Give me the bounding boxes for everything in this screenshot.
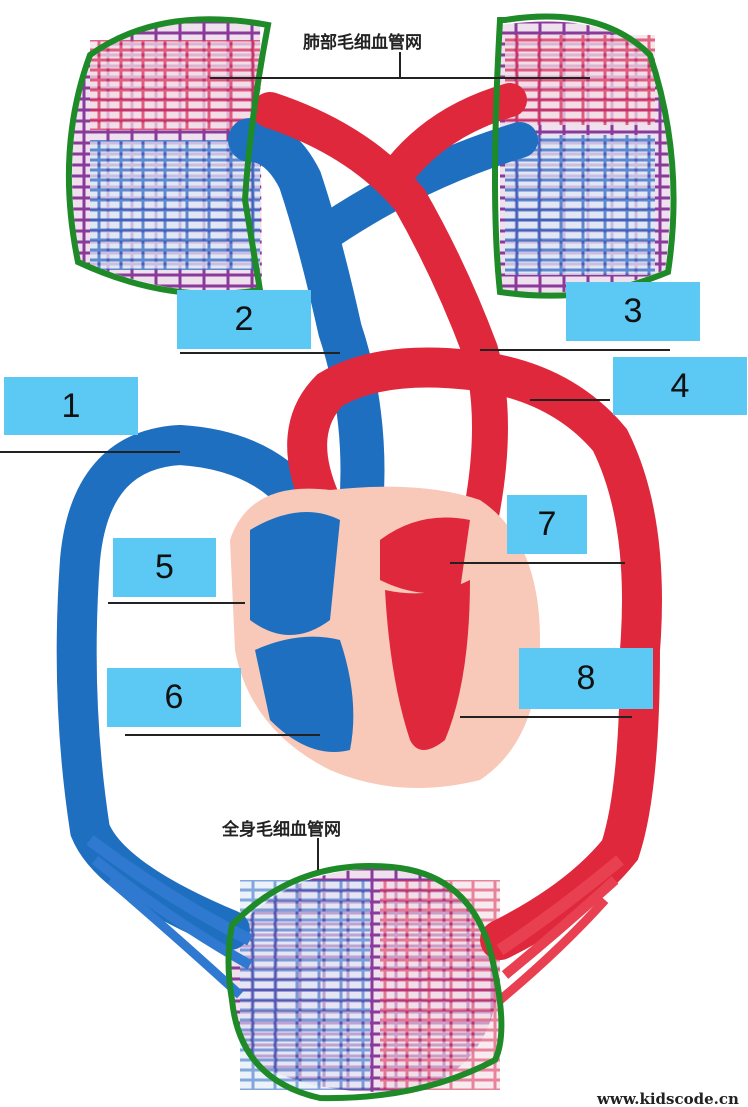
label-box-5: 5 [113,538,216,597]
label-box-1: 1 [4,377,138,435]
label-box-2: 2 [177,290,311,349]
systemic-capillaries [227,868,500,1092]
heart [230,486,540,788]
right-ventricle [255,636,354,752]
label-box-6: 6 [107,668,241,727]
label-box-7: 7 [507,495,587,554]
leader-lines [0,52,670,870]
label-box-8: 8 [519,648,653,709]
left-ventricle [385,580,470,750]
label-box-3: 3 [566,282,700,341]
left-lung-capillaries [72,18,262,292]
systemic-capillary-caption: 全身毛细血管网 [222,820,341,840]
pulmonary-capillary-caption: 肺部毛细血管网 [303,33,422,53]
capillary-outlines [65,13,677,1102]
aorta [287,347,662,1004]
left-atrium [380,517,470,594]
right-atrium [250,512,340,635]
watermark: www.kidscode.cn [597,1090,739,1107]
right-lung-capillaries [500,21,670,293]
label-box-4: 4 [613,357,747,415]
